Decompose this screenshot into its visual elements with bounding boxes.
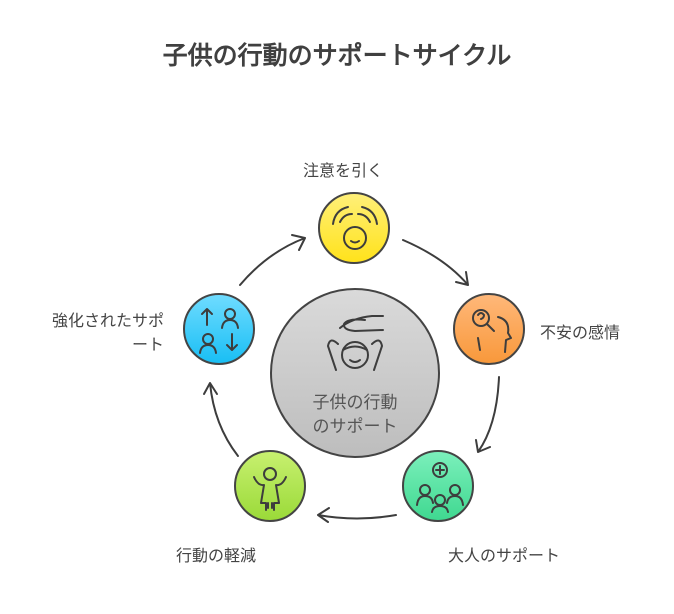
icon-stroke [477, 316, 512, 353]
people-exchange-icon [199, 308, 239, 354]
step-circle-5 [183, 293, 255, 365]
icon-stroke [327, 339, 383, 371]
arrow-1 [402, 239, 469, 286]
diagram-title: 子供の行動のサポートサイクル [162, 41, 512, 70]
step-circle-4 [234, 450, 306, 522]
step-circle-3 [402, 450, 474, 522]
center-label-line1: 子供の行動 [312, 393, 398, 413]
happy-child-icon [253, 467, 287, 511]
step-circle-2 [453, 293, 525, 365]
group-plus-icon [416, 462, 464, 513]
center-circle [270, 288, 440, 458]
center-label: 子供の行動 のサポート [305, 391, 405, 439]
icon-stroke [201, 308, 238, 351]
step-label-1: 注意を引く [303, 161, 384, 180]
icon-circle-shape [343, 226, 367, 250]
icon-stroke [477, 312, 495, 332]
head-question-icon [472, 309, 512, 353]
step-label-5: 強化されたサポ ート [52, 309, 164, 357]
hands-over-child-icon [332, 206, 378, 250]
icon-stroke [350, 240, 360, 244]
icon-stroke [199, 344, 217, 354]
icon-stroke [253, 476, 287, 511]
arrow-4 [203, 382, 239, 457]
step-label-3: 大人のサポート [448, 546, 561, 565]
icon-circle-shape [432, 462, 448, 478]
icon-stroke [332, 206, 378, 225]
icon-stroke [221, 319, 239, 329]
cycle-arrows [203, 234, 500, 523]
step-label-4: 行動の軽減 [176, 546, 257, 565]
icon-stroke [342, 345, 368, 363]
hand-over-child-icon [327, 315, 384, 371]
icon-circle-shape [263, 467, 277, 481]
arrow-2 [475, 376, 500, 453]
step-label-5-line1: 強化されたサポ [51, 311, 164, 330]
icon-circle-shape [341, 341, 369, 369]
step-label-2: 不安の感情 [540, 323, 621, 342]
icon-stroke [339, 315, 384, 332]
icon-stroke [416, 495, 464, 513]
arrow-3 [317, 507, 397, 523]
icon-circle-shape [472, 309, 490, 327]
arrow-5 [239, 234, 306, 286]
step-label-5-line2: ート [131, 335, 164, 354]
icon-stroke [435, 465, 445, 475]
center-label-line2: のサポート [312, 417, 398, 437]
